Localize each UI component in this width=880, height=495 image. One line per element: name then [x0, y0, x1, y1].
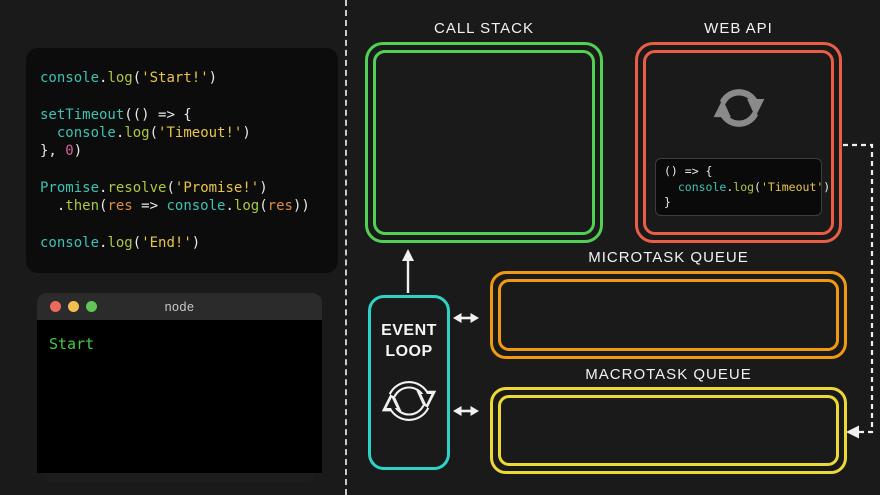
event-loop-box: EVENT LOOP: [368, 295, 450, 470]
call-stack-label: CALL STACK: [433, 20, 535, 37]
call-stack-box: [365, 42, 603, 243]
web-api-label: WEB API: [704, 20, 773, 37]
microtask-queue-box-inner: [498, 279, 839, 351]
web-api-code-snippet: () => { console.log('Timeout')}: [655, 158, 830, 216]
sync-cycle-icon: [381, 381, 437, 421]
window-controls: [50, 301, 97, 312]
web-api-box: () => { console.log('Timeout')}: [635, 42, 842, 243]
dashed-divider-line: [345, 0, 347, 495]
arrow-up-event-loop-to-call-stack: [402, 249, 414, 293]
macrotask-queue-label: MACROTASK QUEUE: [585, 366, 752, 383]
event-loop-label: EVENT LOOP: [381, 322, 437, 360]
arrow-bidirectional-macrotask: [453, 406, 479, 416]
terminal-titlebar: node: [37, 293, 322, 320]
close-button[interactable]: [50, 301, 61, 312]
terminal-footer: [43, 473, 316, 483]
web-api-box-inner: () => { console.log('Timeout')}: [643, 50, 834, 235]
terminal-window: node Start: [37, 293, 322, 483]
terminal-title: node: [164, 299, 195, 314]
zoom-button[interactable]: [86, 301, 97, 312]
minimize-button[interactable]: [68, 301, 79, 312]
microtask-queue-label: MICROTASK QUEUE: [588, 249, 749, 266]
terminal-output: Start: [37, 320, 322, 473]
code-editor: console.log('Start!') setTimeout(() => {…: [26, 48, 338, 273]
macrotask-queue-box-inner: [498, 395, 839, 466]
macrotask-queue-box: [490, 387, 847, 474]
arrow-bidirectional-microtask: [453, 313, 479, 323]
dashed-arrow-web-api-to-macrotask: [843, 143, 874, 439]
call-stack-box-inner: [373, 50, 595, 235]
code-editor-content: console.log('Start!') setTimeout(() => {…: [40, 70, 310, 251]
microtask-queue-box: [490, 271, 847, 359]
sync-cycle-icon: [713, 89, 764, 127]
